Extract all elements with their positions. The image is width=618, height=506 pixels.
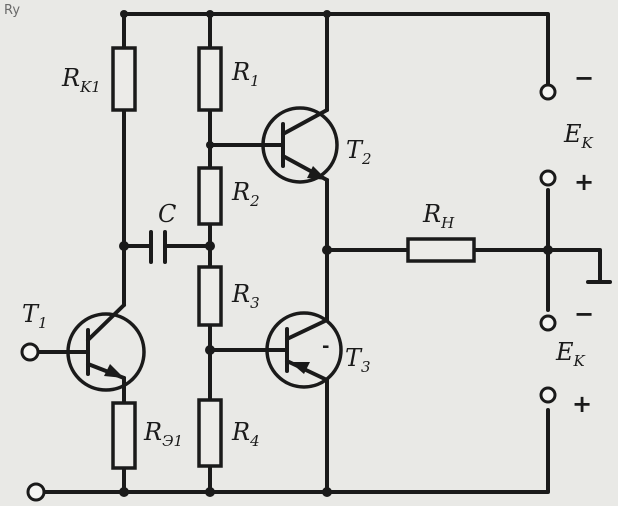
header-fragment: Ry: [4, 3, 20, 18]
capacitor-c: [149, 230, 167, 264]
input-terminal: [20, 342, 40, 362]
t1-emitter-arrow: [104, 364, 124, 378]
resistor-rh: [406, 237, 476, 263]
label-c: C: [158, 200, 176, 228]
sign-ek2-minus: −: [574, 300, 594, 328]
load-wire: [325, 248, 602, 284]
resistor-rk1: [111, 46, 137, 112]
label-r2: R2: [231, 178, 260, 210]
transistor-t3: [265, 311, 343, 389]
t3-emitter-arrow: [290, 362, 310, 374]
resistor-r1: [197, 46, 223, 112]
resistor-r4: [197, 398, 223, 468]
resistor-r2: [197, 166, 223, 226]
label-t1: T1: [22, 300, 48, 332]
label-t2: T2: [346, 136, 372, 168]
sign-t3-minus: -: [322, 336, 329, 357]
resistor-re1: [111, 401, 137, 470]
sign-ek1-plus: +: [574, 168, 594, 196]
sign-ek1-minus: −: [574, 64, 594, 92]
label-r4: R4: [231, 418, 260, 450]
top-rail-wire: [122, 12, 550, 62]
transistor-t1: [66, 303, 146, 392]
transistor-t2: [261, 106, 339, 184]
ek1-minus-terminal: [539, 83, 557, 101]
ek2-minus-terminal: [539, 314, 557, 332]
sign-ek2-plus: +: [572, 390, 592, 418]
junction-dots: [119, 10, 553, 497]
resistor-r3: [197, 265, 223, 327]
label-r3: R3: [231, 280, 260, 312]
ek1-plus-terminal: [539, 169, 557, 187]
label-t3: T3: [345, 344, 371, 376]
label-re1: RЭ1: [143, 418, 183, 450]
label-ek-lower: EK: [555, 338, 586, 370]
label-ek-upper: EK: [563, 120, 594, 152]
label-rh: RH: [422, 200, 455, 232]
t2-emitter-arrow: [307, 166, 327, 180]
label-rk1: RK1: [61, 64, 101, 96]
label-r1: R1: [231, 58, 260, 90]
ground-input-terminal: [26, 482, 46, 502]
ek2-plus-terminal: [539, 386, 557, 404]
